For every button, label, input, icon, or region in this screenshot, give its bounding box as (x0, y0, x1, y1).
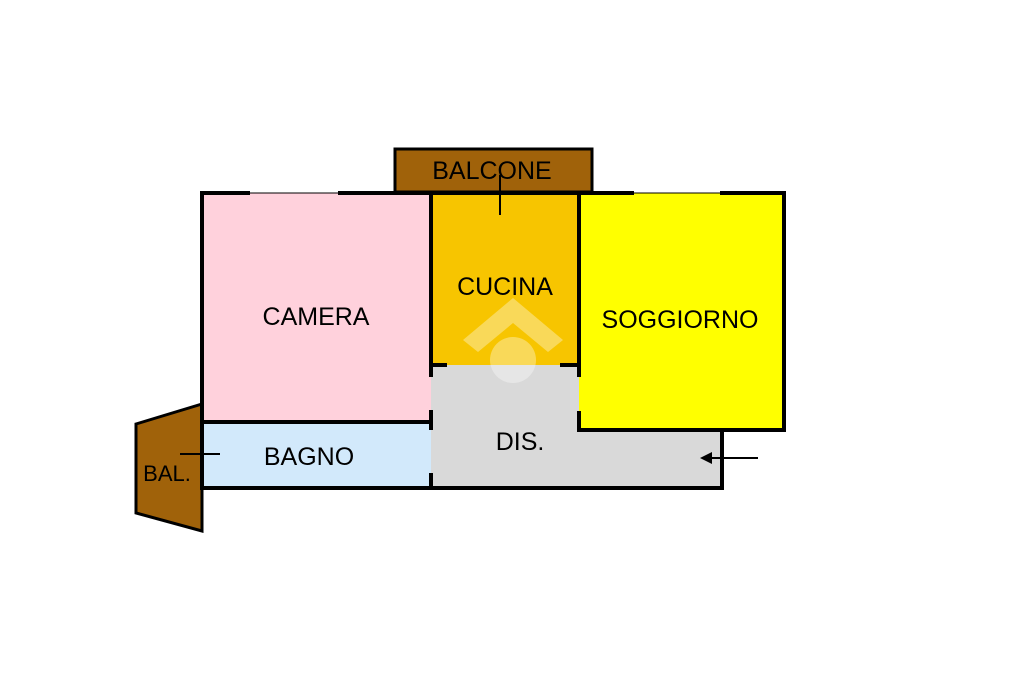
room-bagno (202, 422, 431, 488)
label-bagno: BAGNO (264, 443, 354, 471)
room-camera (202, 193, 431, 422)
label-balcone: BALCONE (432, 157, 551, 185)
wall-details (180, 175, 722, 455)
label-camera: CAMERA (263, 303, 370, 331)
room-cucina (431, 193, 579, 365)
room-disimpegno (431, 365, 722, 488)
label-balcone-small: BAL. (143, 461, 191, 486)
left-arrow-icon (700, 452, 758, 464)
walls (200, 191, 786, 490)
label-cucina: CUCINA (457, 273, 553, 301)
label-disimpegno: DIS. (496, 428, 545, 456)
house-logo-icon (463, 298, 563, 383)
room-balcone-small (134, 401, 204, 533)
room-soggiorno (579, 193, 784, 430)
label-soggiorno: SOGGIORNO (602, 306, 759, 334)
